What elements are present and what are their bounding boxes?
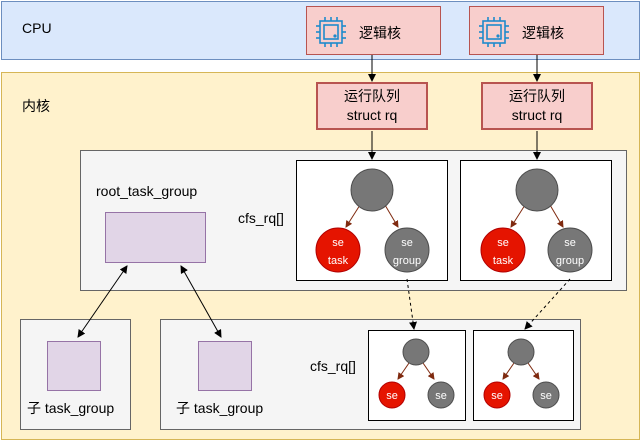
tree-edge: [345, 204, 361, 228]
parent-child-link: [77, 265, 128, 338]
logical-core-1: 逻辑核: [306, 6, 441, 55]
runqueue-struct: struct rq: [511, 107, 563, 123]
tree-root-node: [515, 168, 559, 212]
tree-edge: [527, 362, 540, 380]
se-node: [532, 381, 560, 409]
kernel-label: 内核: [22, 98, 50, 114]
se-task-node: [480, 227, 526, 273]
tree-edge: [502, 362, 515, 380]
runqueue-2: 运行队列 struct rq: [481, 82, 593, 130]
se-group-node-label: se: [401, 237, 413, 249]
root-cfs-rq-label: cfs_rq[]: [238, 210, 284, 226]
se-group-node-label: group: [556, 255, 584, 267]
cpu-label: CPU: [22, 20, 52, 36]
cpu-chip-icon: [479, 17, 509, 47]
se-node-label: se: [435, 390, 447, 402]
se-task-node: [378, 381, 406, 409]
se-group-node-label: se: [564, 237, 576, 249]
core-label: 逻辑核: [522, 25, 564, 41]
tree-edge: [422, 362, 435, 380]
runqueue-struct: struct rq: [346, 107, 398, 123]
tree-root-node: [350, 168, 394, 212]
se-task-node-label: se: [497, 237, 509, 249]
se-task-node-label: se: [332, 237, 344, 249]
child-task-group-box: [47, 341, 101, 391]
se-group-node: [547, 227, 593, 273]
cpu-chip-icon: [316, 17, 346, 47]
runqueue-1: 运行队列 struct rq: [316, 82, 428, 130]
se-node: [427, 381, 455, 409]
se-task-node-label: task: [493, 255, 514, 267]
runqueue-title: 运行队列: [344, 88, 400, 104]
tree-edge: [549, 204, 564, 228]
root-task-group-box: [105, 212, 206, 263]
se-task-node: [483, 381, 511, 409]
parent-child-link: [180, 265, 222, 338]
se-group-node: [384, 227, 430, 273]
child-cfs-rq-label: cfs_rq[]: [310, 358, 356, 374]
tree-edge: [384, 204, 399, 228]
se-group-node-label: group: [393, 255, 421, 267]
tree-edge: [397, 362, 410, 380]
group-entity-link: [524, 278, 571, 330]
child-task-group-box: [198, 341, 252, 391]
group-entity-link: [406, 278, 417, 330]
root-task-group-label: root_task_group: [96, 183, 198, 199]
runqueue-title: 运行队列: [509, 88, 565, 104]
child-task-group-label: 子 task_group: [27, 400, 115, 416]
tree-edge: [510, 204, 526, 228]
tree-root-node: [402, 338, 430, 366]
se-node-label: se: [540, 390, 552, 402]
se-node-label: se: [491, 390, 503, 402]
tree-root-node: [507, 338, 535, 366]
se-task-node: [315, 227, 361, 273]
child-task-group-label: 子 task_group: [176, 400, 264, 416]
se-task-node-label: task: [328, 255, 349, 267]
se-node-label: se: [386, 390, 398, 402]
core-label: 逻辑核: [359, 25, 401, 41]
logical-core-2: 逻辑核: [469, 6, 604, 55]
